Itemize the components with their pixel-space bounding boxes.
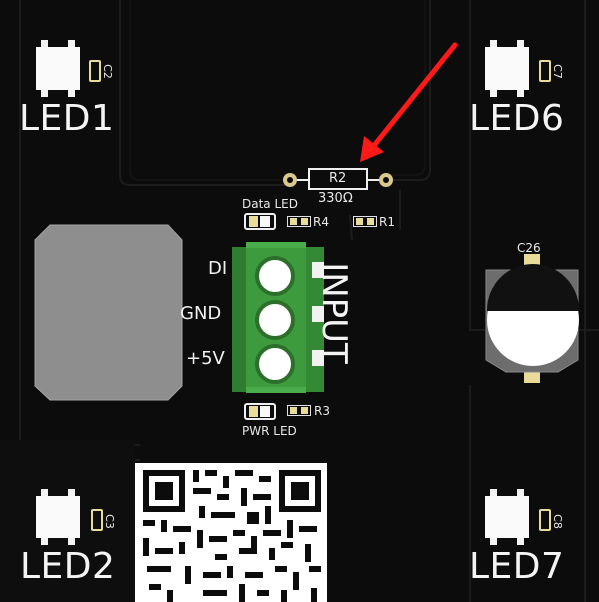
r2-label: R2 xyxy=(329,171,347,186)
led-pad xyxy=(490,537,497,545)
pwr-led-pad xyxy=(249,406,258,417)
led7-body xyxy=(485,496,529,538)
led-pad xyxy=(517,40,524,48)
r4-label: R4 xyxy=(313,215,329,229)
led-pad xyxy=(68,40,75,48)
led-pad xyxy=(68,489,75,497)
pin-label-gnd: GND xyxy=(180,303,222,324)
led-pad xyxy=(68,89,75,97)
r3-pad xyxy=(301,407,308,414)
led-pad xyxy=(517,537,524,545)
led1-label: LED1 xyxy=(19,98,115,139)
c8-outline xyxy=(539,509,551,531)
c3-outline xyxy=(91,509,103,531)
r4-pad xyxy=(301,218,308,225)
led6-label: LED6 xyxy=(469,98,565,139)
r4-pad xyxy=(290,218,297,225)
led-pad xyxy=(490,89,497,97)
led-pad xyxy=(517,489,524,497)
r3-label: R3 xyxy=(314,404,330,418)
pwr-led-body xyxy=(260,406,270,417)
r4-outline xyxy=(287,216,311,227)
r3-outline xyxy=(287,405,311,416)
led-pad xyxy=(68,537,75,545)
data-led-pad xyxy=(249,216,258,227)
data-led-body xyxy=(260,216,270,227)
pwr-led-outline xyxy=(244,403,276,420)
led-pad xyxy=(490,40,497,48)
r3-pad xyxy=(290,407,297,414)
led-pad xyxy=(41,89,48,97)
c2-outline xyxy=(89,60,101,82)
led-pad xyxy=(41,489,48,497)
r1-label: R1 xyxy=(379,215,395,229)
pin-label-di: DI xyxy=(208,258,228,279)
led-pad xyxy=(517,89,524,97)
c7-outline xyxy=(539,60,551,82)
led1-body xyxy=(36,47,80,90)
data-led-outline xyxy=(244,213,276,230)
data-led-label: Data LED xyxy=(242,197,298,211)
led6-body xyxy=(485,47,529,90)
r1-pad xyxy=(356,218,363,225)
led-pad xyxy=(490,489,497,497)
led2-body xyxy=(36,496,80,538)
led-pad xyxy=(41,537,48,545)
led2-label: LED2 xyxy=(20,546,116,587)
r2-value: 330Ω xyxy=(318,191,353,206)
led7-label: LED7 xyxy=(469,546,565,587)
r1-outline xyxy=(353,216,377,227)
c26-label: C26 xyxy=(517,241,541,255)
pin-label-5v: +5V xyxy=(186,348,225,369)
led-pad xyxy=(41,40,48,48)
r1-pad xyxy=(367,218,374,225)
pwr-led-label: PWR LED xyxy=(242,424,297,438)
